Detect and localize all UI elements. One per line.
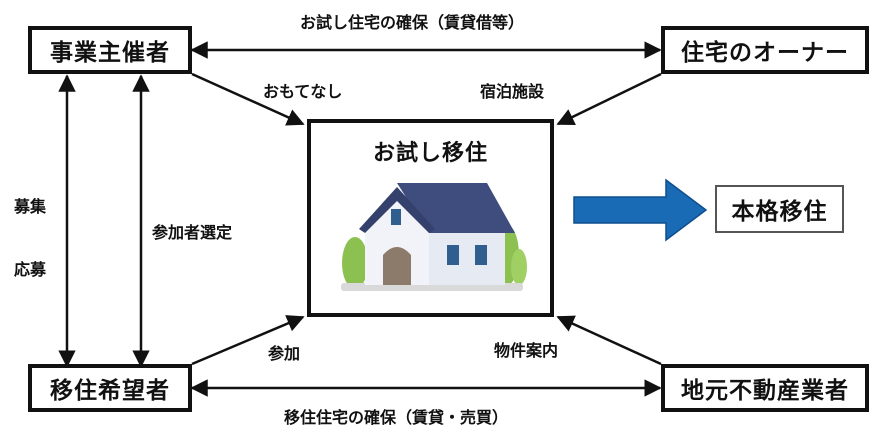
owner-label: 住宅のオーナー (681, 40, 849, 66)
participation-label: 参加 (268, 344, 301, 363)
realtor-label: 地元不動産業者 (681, 378, 849, 404)
full-migration-box: 本格移住 (715, 185, 844, 233)
selection-label: 参加者選定 (152, 223, 233, 242)
trial-migration-box: お試し移住 (307, 119, 554, 317)
hospitality-label: おもてなし (263, 82, 343, 101)
property-guide-label: 物件案内 (494, 341, 559, 360)
hospitality-arrow (191, 72, 305, 126)
property-guide-arrow (556, 315, 662, 366)
full-migration-label: 本格移住 (731, 199, 828, 225)
lodging-arrow (556, 72, 662, 126)
realtor-box: 地元不動産業者 (661, 364, 869, 412)
organizer-label: 事業主催者 (50, 40, 170, 66)
house-icon (341, 183, 527, 291)
trial-migration-title: お試し移住 (372, 141, 488, 166)
organizer-box: 事業主催者 (28, 26, 192, 74)
right-arrow-icon (573, 178, 708, 242)
apply-label: 応募 (14, 260, 47, 279)
recruit-label: 募集 (14, 197, 47, 216)
lodging-label: 宿泊施設 (480, 82, 545, 101)
participation-arrow (191, 315, 305, 366)
top-arrow-label: お試し住宅の確保（賃貸借等） (300, 13, 525, 32)
bottom-arrow-label: 移住住宅の確保（賃貸・売買） (284, 408, 509, 427)
applicant-box: 移住希望者 (28, 364, 192, 412)
owner-box: 住宅のオーナー (661, 26, 869, 74)
applicant-label: 移住希望者 (50, 378, 170, 404)
